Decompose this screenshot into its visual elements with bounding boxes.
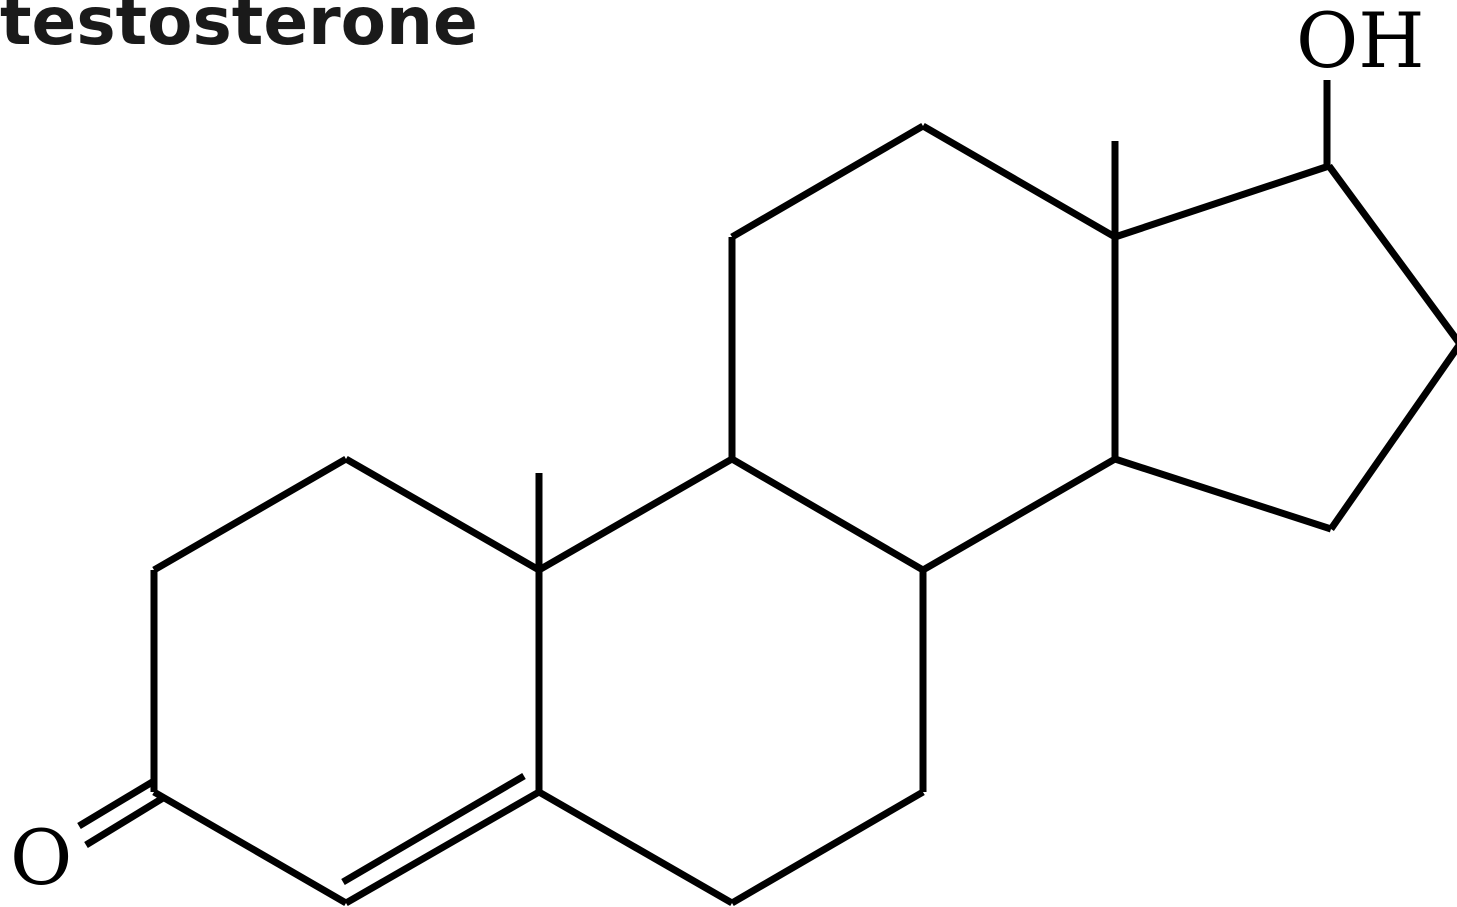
bond [730,122,925,241]
oxygen-label: O [10,813,72,902]
methyl-groups [535,141,1119,570]
double-bond [84,795,165,848]
bond [344,455,541,574]
bond [537,788,734,907]
bond [730,455,925,574]
ring-b [537,455,927,907]
ring-a [150,455,543,907]
hydroxyl-label: OH [1296,0,1425,85]
bond [537,455,734,574]
bond [1113,162,1331,241]
ring-d [1113,162,1457,533]
bond [730,788,925,907]
molecule-name: testosterone [0,0,478,60]
bond [1328,342,1457,532]
bond [921,122,1117,241]
double-bond-inner [341,772,526,886]
double-bond [77,777,156,830]
bond [344,788,541,907]
bond [152,455,348,574]
bond [1113,455,1333,533]
ketone [77,777,165,848]
bond [152,788,348,907]
bond [921,455,1117,574]
bond [1326,163,1457,346]
ring-c [728,122,1119,574]
